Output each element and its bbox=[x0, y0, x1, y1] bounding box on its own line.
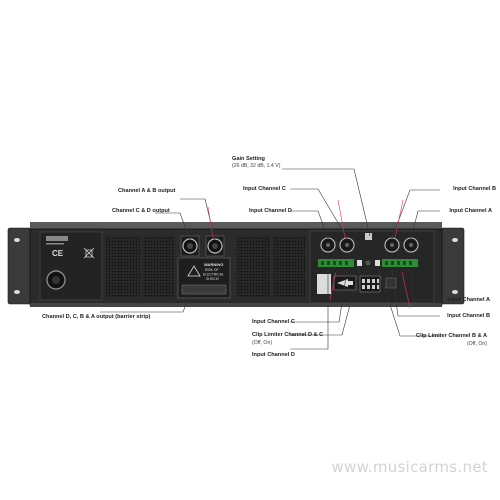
model-badge-line bbox=[46, 243, 64, 245]
vent-grille-3 bbox=[236, 236, 270, 298]
phoenix-ba-pins bbox=[385, 261, 412, 265]
channel-cd-output-label: Channel C & D output bbox=[112, 208, 170, 214]
rack-hole-left-top bbox=[14, 238, 20, 242]
gain-setting-switch bbox=[365, 233, 372, 240]
speakon-cd-core bbox=[187, 243, 193, 249]
warning-triangle-icon bbox=[187, 265, 201, 277]
input-channel-c-bottom-label: Input Channel C bbox=[252, 319, 295, 325]
gain-led bbox=[365, 260, 371, 266]
channel-ab-output-label: Channel A & B output bbox=[118, 188, 176, 194]
weee-bin-icon bbox=[83, 247, 95, 259]
clip-limiter-dc-label: Clip Limiter Channel D & C bbox=[252, 332, 324, 338]
rack-hole-left-bottom bbox=[14, 290, 20, 294]
gain-setting-values: (26 dB, 32 dB, 1.4 V) bbox=[232, 163, 281, 169]
barrier-strip-label: Channel D, C, B & A output (barrier stri… bbox=[42, 314, 151, 320]
dip-switch-block bbox=[359, 275, 381, 293]
rack-hole-right-bottom bbox=[452, 290, 458, 294]
clip-limiter-ba-label: Clip Limiter Channel B & A bbox=[416, 333, 487, 339]
phoenix-dc-pins bbox=[321, 261, 348, 265]
model-badge bbox=[46, 236, 68, 241]
vent-grille-2 bbox=[143, 236, 175, 298]
input-channel-b-bottom-label: Input Channel B bbox=[447, 313, 490, 319]
chassis-top-edge bbox=[30, 222, 442, 230]
dip-switches bbox=[362, 279, 379, 289]
rack-hole-right-top bbox=[452, 238, 458, 242]
input-channel-a-bottom-label: Input Channel A bbox=[447, 297, 490, 303]
chassis-bottom-edge bbox=[30, 303, 442, 307]
clip-limiter-ba-values: (Off, On) bbox=[466, 341, 487, 347]
clip-limiter-ba-switch bbox=[375, 260, 380, 266]
input-channel-b-label: Input Channel B bbox=[453, 186, 496, 192]
watermark-text: www.musicarms.net bbox=[331, 458, 488, 476]
warning-line-3: SHOCK! bbox=[206, 277, 219, 281]
clip-limiter-dc-switch bbox=[357, 260, 362, 266]
input-channel-c-label: Input Channel C bbox=[243, 186, 286, 192]
xlr-input-a-pin bbox=[409, 243, 413, 247]
barrier-strip bbox=[181, 284, 227, 295]
gain-setting-label: Gain Setting bbox=[232, 156, 265, 162]
warning-line-2: ELECTRICAL bbox=[203, 273, 224, 277]
input-channel-a-label: Input Channel A bbox=[449, 208, 492, 214]
clip-limiter-dc-values: (Off, On) bbox=[252, 340, 273, 346]
vent-grille-4 bbox=[273, 236, 305, 298]
xlr-input-d-pin bbox=[326, 243, 330, 247]
left-module-plate bbox=[39, 231, 103, 301]
speakon-ab-core bbox=[212, 243, 218, 249]
input-channel-d-label: Input Channel D bbox=[249, 208, 292, 214]
power-inlet-core bbox=[52, 276, 60, 284]
service-port bbox=[385, 277, 397, 289]
input-channel-d-bottom-label: Input Channel D bbox=[252, 352, 295, 358]
ce-mark: CE bbox=[52, 249, 64, 258]
leader-lines-accent bbox=[207, 199, 411, 309]
warning-title: WARNING bbox=[204, 262, 223, 267]
xlr-input-b-pin bbox=[390, 243, 394, 247]
vent-grille-1 bbox=[106, 236, 140, 298]
xlr-input-c-pin bbox=[345, 243, 349, 247]
warning-line-1: RISK OF bbox=[205, 268, 219, 272]
io-label-sticker bbox=[317, 274, 331, 294]
leader-lines bbox=[100, 168, 440, 350]
